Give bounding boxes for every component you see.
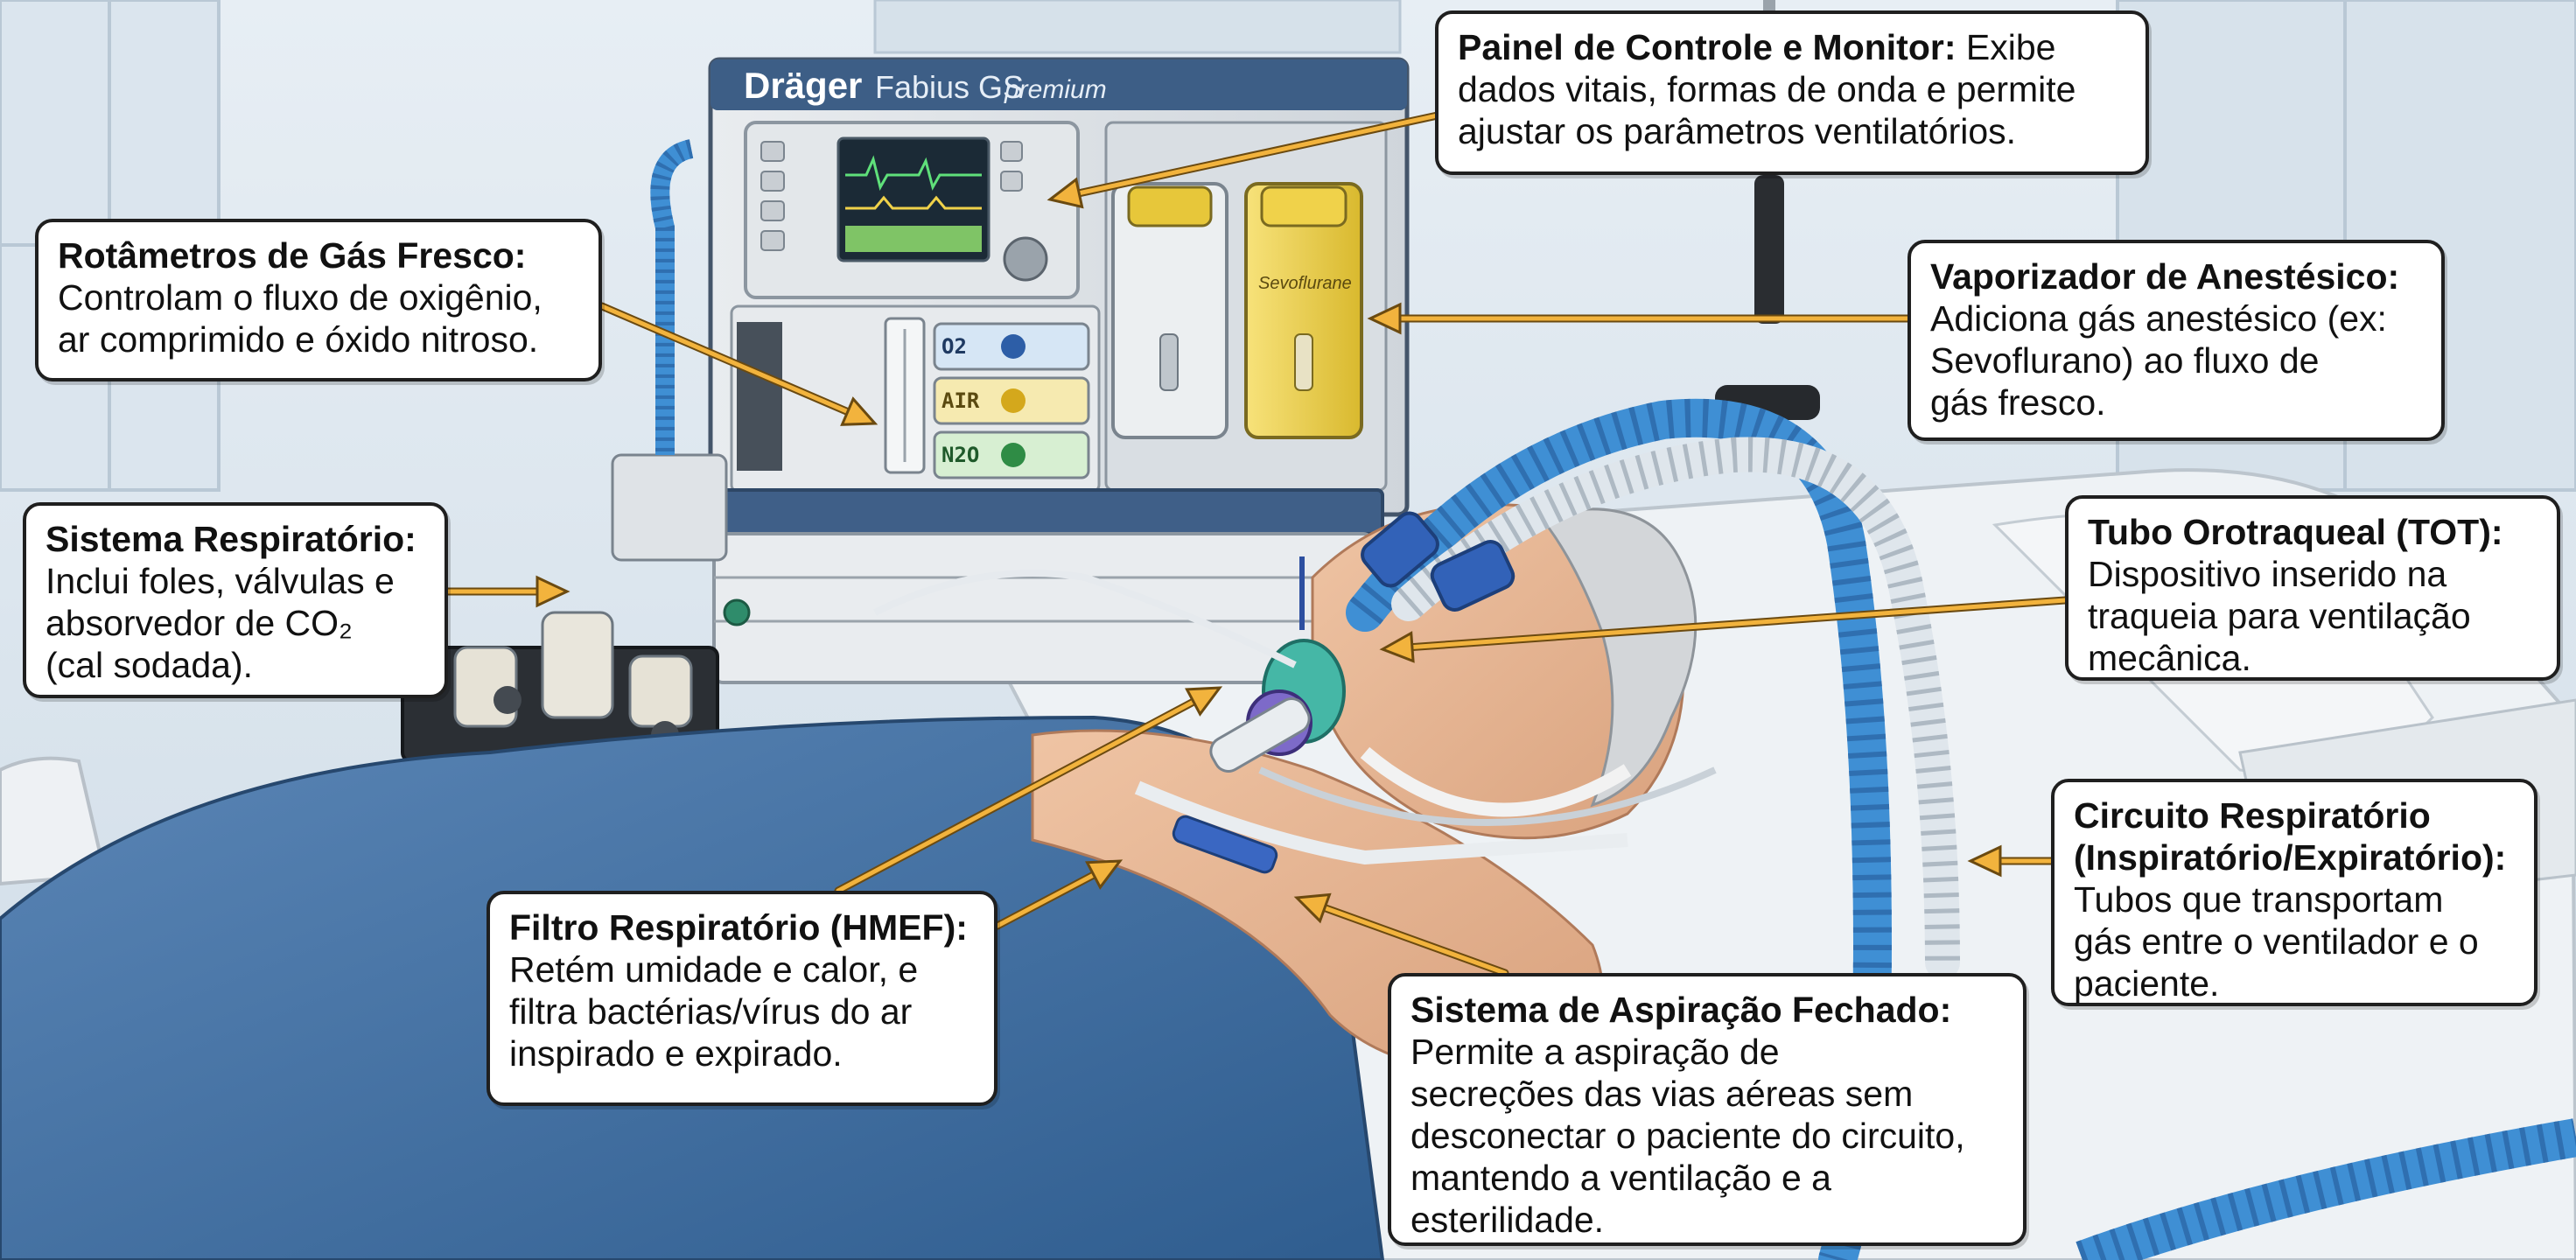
machine-model-suffix: premium [1004,75,1107,104]
callout-breathing-system: Sistema Respiratório: Inclui foles, válv… [23,502,448,698]
machine-brand: Dräger [744,65,862,106]
tube-connector-1 [1361,511,1439,588]
arrow-breathing-circuit [1967,844,2055,878]
callout-rotameters-line-1: Controlam o fluxo de oxigênio, [58,277,542,318]
callout-control-panel-line-1: dados vitais, formas de onda e permite [1458,69,2076,109]
callout-arrows [444,109,2069,977]
callout-hmef-filter-title: Filtro Respiratório (HMEF): [509,907,968,948]
arrow-vaporizer [1367,302,1912,335]
mask-strap [1360,746,1632,817]
flow-readout-o2: O2 [942,334,967,359]
callout-breathing-circuit-line-2: gás entre o ventilador e o [2074,921,2479,962]
callout-breathing-system-line-3: (cal sodada). [46,645,254,685]
callout-endotracheal-tube-line-1: Dispositivo inserido na [2088,554,2447,594]
machine-side-slot [737,322,782,471]
callout-control-panel-title: Painel de Controle e Monitor: [1458,27,1956,67]
callout-vaporizer: Vaporizador de Anestésico: Adiciona gás … [1908,240,2445,441]
arrow-rotameters [598,302,878,426]
control-knob [1003,236,1048,282]
tube-connector-2 [1430,540,1516,612]
arrow-breathing-system [444,575,570,608]
callout-control-panel-desc-inline: Exibe [1965,27,2056,67]
callout-rotameters-line-2: ar comprimido e óxido nitroso. [58,319,539,360]
callout-breathing-circuit-line-3: paciente. [2074,963,2220,1004]
machine-shelf [702,488,1384,536]
callout-hmef-filter-line-2: filtra bactérias/vírus do ar [509,991,913,1032]
callout-closed-suction-line-3: desconectar o paciente do circuito, [1410,1116,1965,1156]
vaporizer-label: Sevoflurane [1258,274,1352,293]
vaporizer-sevoflurane [1244,182,1363,439]
arrow-hmef-right [993,859,1124,930]
callout-closed-suction-line-5: esterilidade. [1410,1200,1605,1240]
callout-endotracheal-tube-line-2: traqueia para ventilação [2088,596,2471,636]
iv-pole-clamp [1754,175,1784,324]
callout-closed-suction-line-2: secreções das vias aéreas sem [1410,1074,1914,1114]
vaporizer-secondary [1111,182,1228,439]
callout-vaporizer-title: Vaporizador de Anestésico: [1930,256,2400,297]
anesthesia-machine: Dräger Fabius GS premium O2 AIR N2O [702,57,1410,684]
callout-breathing-circuit-line-1: Tubos que transportam [2074,879,2444,920]
monitor-values-bar [845,226,982,252]
flow-knob-o2 [1001,334,1026,359]
callout-closed-suction-line-4: mantendo a ventilação e a [1410,1158,1831,1198]
suction-valve [1172,815,1278,874]
callout-breathing-circuit-title-1: Circuito Respiratório [2074,795,2431,836]
arrow-endotracheal-tube [1379,596,2069,663]
callout-rotameters: Rotâmetros de Gás Fresco: Controlam o fl… [35,219,602,382]
machine-model: Fabius GS [875,69,1024,105]
callout-endotracheal-tube: Tubo Orotraqueal (TOT): Dispositivo inse… [2065,495,2560,681]
callout-breathing-system-line-2: absorvedor de CO₂ [46,603,353,643]
callout-closed-suction-title: Sistema de Aspiração Fechado: [1410,990,1952,1030]
callout-endotracheal-tube-title: Tubo Orotraqueal (TOT): [2088,512,2503,552]
callout-breathing-system-title: Sistema Respiratório: [46,519,416,559]
callout-breathing-circuit-title-2: (Inspiratório/Expiratório): [2074,837,2507,878]
callout-vaporizer-line-2: Sevoflurano) ao fluxo de [1930,340,2320,381]
callout-hmef-filter-line-3: inspirado e expirado. [509,1033,843,1074]
callout-endotracheal-tube-line-3: mecânica. [2088,638,2251,678]
callout-rotameters-title: Rotâmetros de Gás Fresco: [58,235,527,276]
patient-hair [1537,508,1698,808]
callout-control-panel-line-2: ajustar os parâmetros ventilatórios. [1458,111,2017,151]
arrow-control-panel [1046,109,1450,209]
flow-readout-n2o: N2O [942,443,979,467]
waveform-ecg [845,155,982,191]
bed-rail-left [0,756,108,886]
flow-readout-air: AIR [942,388,980,413]
callout-closed-suction: Sistema de Aspiração Fechado: Permite a … [1388,973,2026,1246]
callout-vaporizer-line-1: Adiciona gás anestésico (ex: [1930,298,2387,339]
flow-knob-air [1001,388,1026,413]
arrow-hmef-left [834,686,1223,895]
waveform-pressure [845,195,982,210]
flow-knob-n2o [1001,443,1026,467]
callout-control-panel: Painel de Controle e Monitor: Exibe dado… [1435,10,2149,175]
callout-breathing-circuit: Circuito Respiratório (Inspiratório/Expi… [2051,779,2538,1006]
callout-closed-suction-line-1: Permite a aspiração de [1410,1032,1780,1072]
suction-catheter [1134,780,1628,865]
callout-hmef-filter: Filtro Respiratório (HMEF): Retém umidad… [486,891,998,1106]
arrow-closed-suction [1293,892,1509,977]
callout-hmef-filter-line-1: Retém umidade e calor, e [509,949,919,990]
expiratory-tube-ribs [1396,437,1960,963]
callout-vaporizer-line-3: gás fresco. [1930,382,2106,423]
window-top [873,0,1402,54]
callout-breathing-system-line-1: Inclui foles, válvulas e [46,561,395,601]
